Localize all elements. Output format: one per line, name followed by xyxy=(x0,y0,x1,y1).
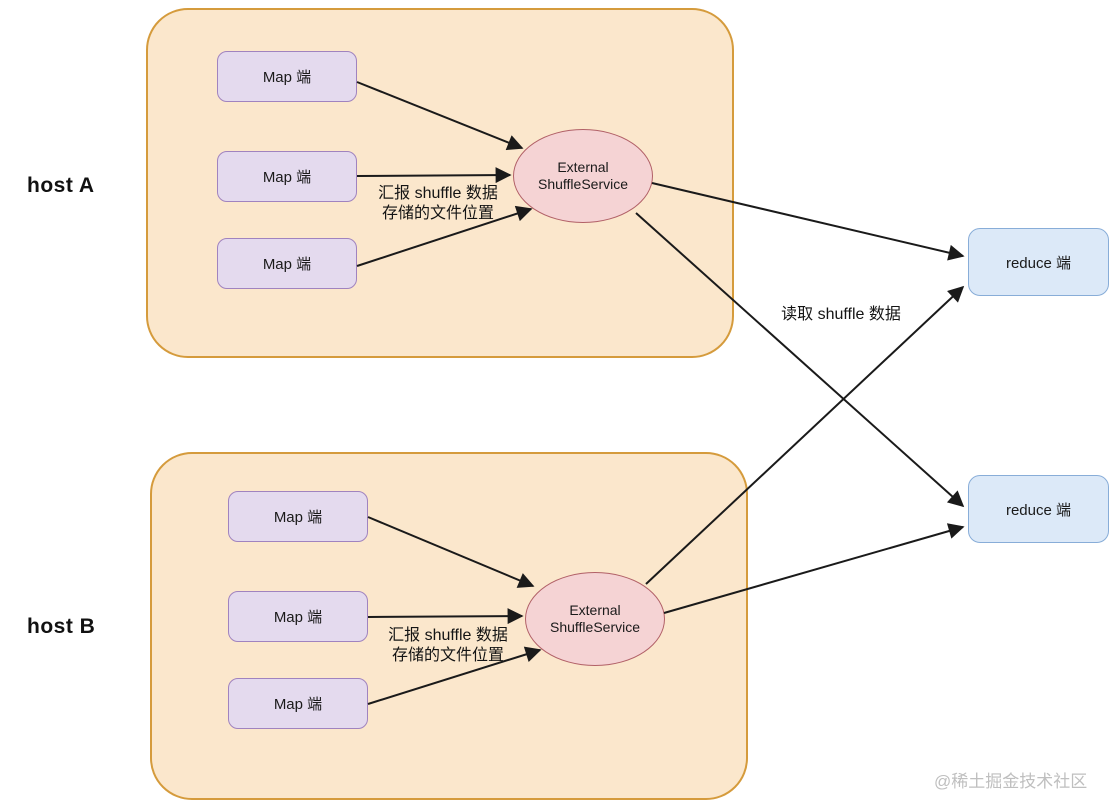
shuffle-service-label-line2: ShuffleService xyxy=(549,619,640,635)
host-a-shuffle-service-node: External ShuffleService xyxy=(513,129,653,223)
host-a-map-node-3: Map 端 xyxy=(217,238,357,289)
host-a-label: host A xyxy=(27,174,95,197)
shuffle-service-label-line1: External xyxy=(557,158,609,175)
host-a-map-node-2: Map 端 xyxy=(217,151,357,202)
host-b-map-node-2: Map 端 xyxy=(228,591,368,642)
host-a-report-annotation: 汇报 shuffle 数据 存储的文件位置 xyxy=(362,184,514,224)
host-b-map-node-3: Map 端 xyxy=(228,678,368,729)
reduce-node-1: reduce 端 xyxy=(968,228,1109,296)
shuffle-service-label-line2: ShuffleService xyxy=(537,176,628,192)
shuffle-service-label-line1: External xyxy=(569,601,621,618)
reduce-node-2: reduce 端 xyxy=(968,475,1109,543)
host-b-label: host B xyxy=(27,615,96,638)
report-annotation-line1: 汇报 shuffle 数据 xyxy=(388,627,508,644)
report-annotation-line1: 汇报 shuffle 数据 xyxy=(378,185,498,202)
report-annotation-line2: 存储的文件位置 xyxy=(391,647,504,664)
host-b-report-annotation: 汇报 shuffle 数据 存储的文件位置 xyxy=(372,626,524,666)
host-a-map-node-1: Map 端 xyxy=(217,51,357,102)
watermark: @稀土掘金技术社区 xyxy=(934,772,1088,791)
report-annotation-line2: 存储的文件位置 xyxy=(381,205,494,222)
host-b-shuffle-service-node: External ShuffleService xyxy=(525,572,665,666)
read-shuffle-annotation: 读取 shuffle 数据 xyxy=(781,306,901,323)
host-b-map-node-1: Map 端 xyxy=(228,491,368,542)
